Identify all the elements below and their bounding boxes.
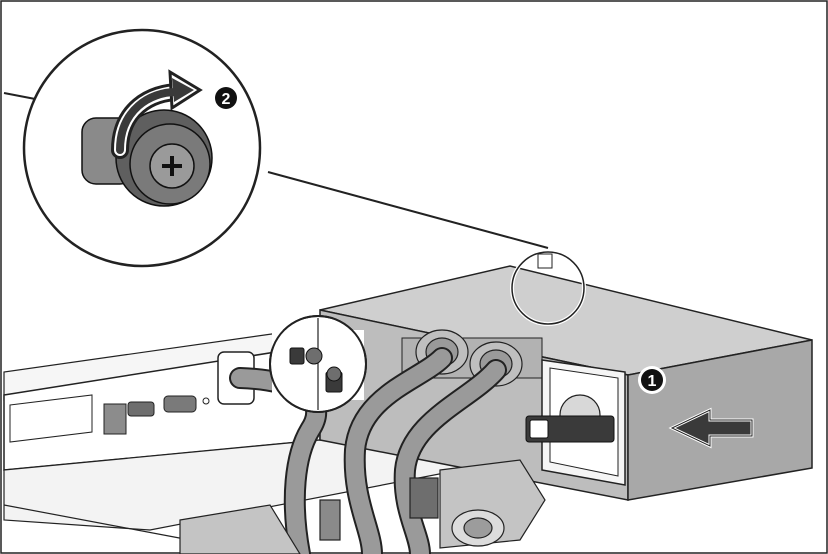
callout-1: 1 (638, 366, 666, 394)
power-connectors (179, 459, 546, 554)
expansion-slot-cover (9, 394, 93, 443)
rear-corner-highlight (510, 250, 586, 326)
curved-arrow-icon (111, 69, 203, 159)
thumbscrew-icon (289, 347, 343, 393)
callout-2: 2 (212, 84, 240, 112)
switch-handle (525, 415, 615, 443)
disconnect-switch (525, 359, 626, 486)
callout-1-label: 1 (648, 373, 657, 390)
straight-arrow-icon (668, 407, 754, 449)
thumbscrew-detail-circle (269, 315, 367, 413)
rear-ports (103, 395, 210, 435)
zoom-detail-circle (22, 28, 262, 268)
callout-2-label: 2 (222, 91, 231, 108)
